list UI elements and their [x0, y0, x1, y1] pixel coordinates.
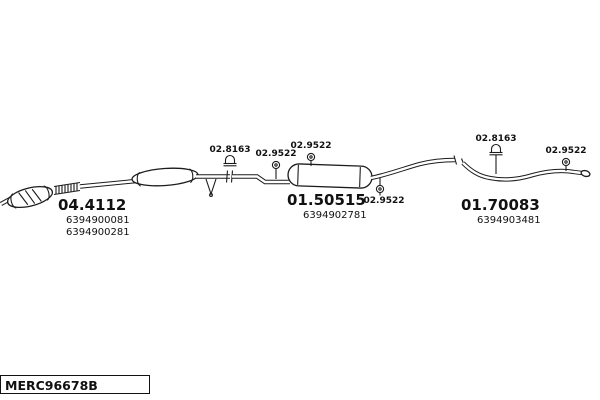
catalyst-body	[131, 167, 199, 187]
hanger-icon	[375, 184, 385, 197]
part-number-label: 01.50515	[287, 191, 366, 209]
clamp-label: 02.8163	[210, 145, 251, 155]
part-ref-label: 6394900281	[66, 227, 130, 238]
hanger-icon	[561, 157, 571, 170]
hanger-icon	[271, 160, 281, 173]
part-ref-label: 6394903481	[477, 215, 541, 226]
bracket-graphic	[205, 178, 217, 196]
part-labels-layer: 04.4112 6394900081 6394900281 01.50515 6…	[58, 191, 541, 238]
middle-muffler-graphic	[232, 155, 458, 189]
part-ref-label: 6394902781	[303, 210, 367, 221]
clamp-label: 02.8163	[476, 134, 517, 144]
clamp-icon	[488, 143, 504, 156]
part-ref-label: 6394900081	[66, 215, 130, 226]
clamp-icon	[222, 154, 238, 167]
hanger-label: 02.9522	[364, 196, 405, 206]
tail-pipe-graphic	[460, 158, 591, 182]
hanger-label: 02.9522	[546, 146, 587, 156]
tail-pipe-tip	[580, 169, 591, 178]
drawing-code-label: MERC96678B	[5, 378, 98, 393]
drawing-code-box: MERC96678B	[0, 375, 150, 394]
front-pipe-catalyst-graphic	[0, 167, 234, 209]
hanger-label: 02.9522	[256, 149, 297, 159]
hanger-label: 02.9522	[291, 141, 332, 151]
front-converter-body	[6, 185, 54, 209]
part-number-label: 01.70083	[461, 196, 540, 214]
fittings-layer: 02.8163 02.9522 02.9522 02.9522 02.8163 …	[210, 134, 587, 206]
middle-muffler-body	[287, 163, 373, 189]
part-number-label: 04.4112	[58, 196, 126, 214]
flex-pipe-section	[53, 181, 81, 196]
hanger-icon	[306, 152, 316, 165]
